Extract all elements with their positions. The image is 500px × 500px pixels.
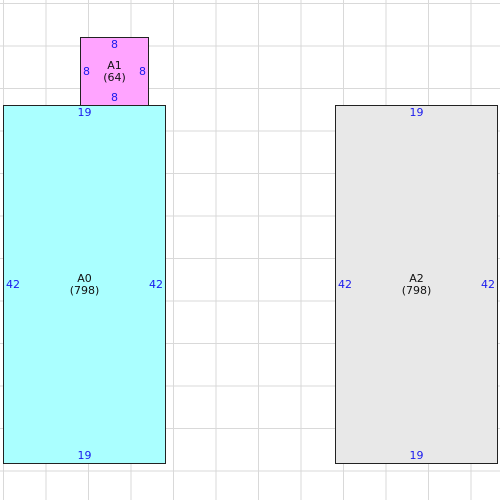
- rect-a2-right-dim: 42: [481, 277, 495, 291]
- rect-a0-label: A0 (798): [4, 271, 165, 297]
- rect-a0-area: (798): [69, 283, 100, 297]
- rect-a1-name: A1: [107, 58, 122, 72]
- rect-a0-bottom-dim: 19: [77, 449, 92, 462]
- rect-a2-top-dim: 19: [409, 106, 424, 119]
- rect-a1-left-dim: 8: [83, 64, 90, 78]
- rect-a0-left-dim: 42: [6, 277, 20, 291]
- rect-a2-area: (798): [401, 283, 432, 297]
- rect-a1-bottom-dim: 8: [111, 91, 118, 104]
- rect-a0-name: A0: [77, 271, 92, 285]
- rect-a1-label: A1 (64): [81, 58, 148, 84]
- rect-a2-name: A2: [409, 271, 424, 285]
- rect-a1-right-dim: 8: [139, 64, 146, 78]
- rect-a2[interactable]: A2 (798) 19 19 42 42: [335, 105, 498, 464]
- rect-a1[interactable]: A1 (64) 8 8 8 8: [80, 37, 149, 106]
- rect-a2-bottom-dim: 19: [409, 449, 424, 462]
- rect-a0-right-dim: 42: [149, 277, 163, 291]
- rect-a2-label: A2 (798): [336, 271, 497, 297]
- rect-a1-top-dim: 8: [111, 38, 118, 51]
- rect-a2-left-dim: 42: [338, 277, 352, 291]
- rect-a1-area: (64): [103, 70, 126, 84]
- rect-a0-top-dim: 19: [77, 106, 92, 119]
- rect-a0[interactable]: A0 (798) 19 19 42 42: [3, 105, 166, 464]
